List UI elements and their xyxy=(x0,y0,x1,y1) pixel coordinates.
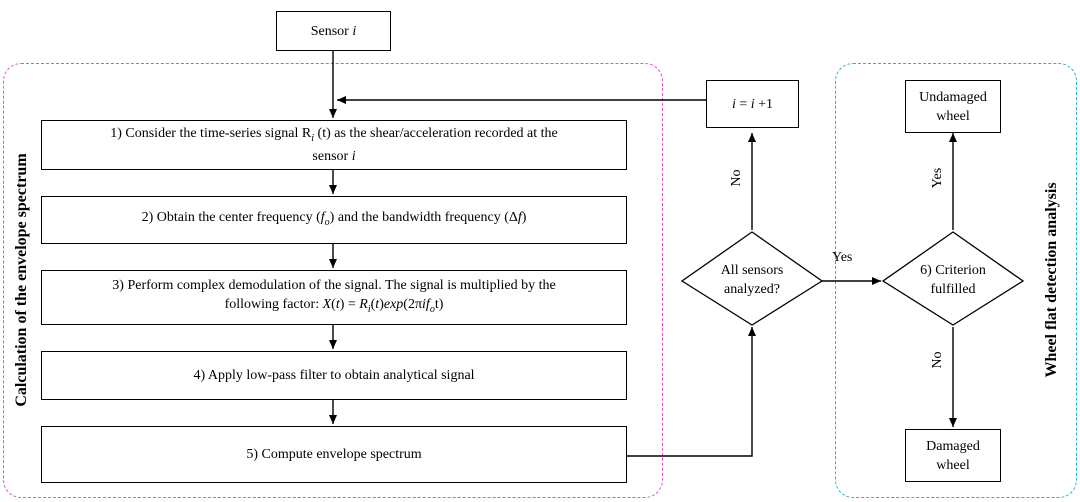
undamaged-line-2: wheel xyxy=(936,108,970,124)
no-branch-label-sensors: No xyxy=(729,169,744,187)
increment-box: i = i +1 xyxy=(706,80,799,128)
step-5-box: 5) Compute envelope spectrum xyxy=(41,426,627,483)
yes-branch-label-sensors: Yes xyxy=(832,250,853,265)
criterion-decision-diamond xyxy=(881,231,1025,326)
damaged-wheel-box: Damaged wheel xyxy=(905,429,1001,482)
sensor-box: Sensor i xyxy=(276,11,391,51)
sensors-decision-line-1: All sensors xyxy=(720,263,784,278)
step-1-box: 1) Consider the time-series signal Ri (t… xyxy=(41,120,627,170)
criterion-decision-text: 6) Criterion fulfilled xyxy=(920,261,986,299)
increment-box-label: i = i +1 xyxy=(731,96,774,112)
sensors-decision-diamond xyxy=(680,231,824,326)
sensors-decision-text: All sensors analyzed? xyxy=(721,261,784,299)
undamaged-line-1: Undamaged xyxy=(919,89,987,105)
step-3-text: 3) Perform complex demodulation of the s… xyxy=(112,278,556,315)
sensors-decision-line-2: analyzed? xyxy=(724,282,780,297)
step-4-box: 4) Apply low-pass filter to obtain analy… xyxy=(41,351,627,400)
damaged-line-1: Damaged xyxy=(926,438,980,454)
step-2-text: 2) Obtain the center frequency (fo) and … xyxy=(141,210,527,228)
step-5-text: 5) Compute envelope spectrum xyxy=(246,447,422,462)
criterion-decision-line-2: fulfilled xyxy=(930,282,976,297)
step-4-text: 4) Apply low-pass filter to obtain analy… xyxy=(193,368,475,383)
criterion-decision-line-1: 6) Criterion xyxy=(920,263,986,278)
sensor-box-label: Sensor i xyxy=(310,23,357,39)
undamaged-wheel-box: Undamaged wheel xyxy=(905,80,1001,133)
step-3-box: 3) Perform complex demodulation of the s… xyxy=(41,270,627,325)
yes-branch-label-criterion: Yes xyxy=(930,167,945,189)
step-2-box: 2) Obtain the center frequency (fo) and … xyxy=(41,196,627,244)
no-branch-label-criterion: No xyxy=(930,351,945,369)
step-1-text: 1) Consider the time-series signal Ri (t… xyxy=(110,125,558,165)
damaged-line-2: wheel xyxy=(936,457,970,473)
